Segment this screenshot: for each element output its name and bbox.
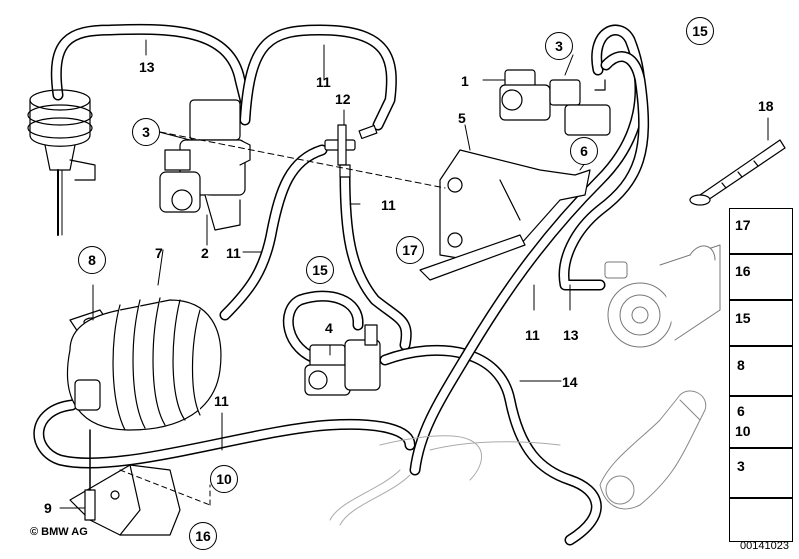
mounting-bracket — [419, 149, 591, 281]
legend-cell-8[interactable] — [729, 346, 793, 396]
legend-label-17: 17 — [735, 217, 751, 233]
vacuum-hose-4-loop — [282, 290, 364, 366]
cable-tie — [689, 139, 786, 206]
dashed-leader-3 — [159, 131, 446, 189]
copyright-notice: © BMW AG — [30, 526, 88, 538]
callout-3-left[interactable]: 3 — [132, 118, 160, 146]
pressure-converter-left — [159, 99, 251, 231]
legend-label-3: 3 — [737, 458, 745, 474]
callout-5[interactable]: 5 — [458, 110, 466, 126]
callout-2[interactable]: 2 — [201, 245, 209, 261]
callout-11-middle[interactable]: 11 — [381, 197, 396, 213]
engine-outline — [329, 435, 561, 526]
pressure-converter-top — [499, 69, 611, 136]
callout-13-right[interactable]: 13 — [563, 327, 579, 343]
vacuum-hose-11-bottom — [33, 399, 416, 469]
callout-16[interactable]: 16 — [189, 522, 217, 550]
legend-cell-16[interactable] — [729, 254, 793, 300]
callout-11-top[interactable]: 11 — [316, 74, 331, 90]
callout-4[interactable]: 4 — [325, 320, 333, 336]
legend-cell-15[interactable] — [729, 300, 793, 346]
callout-12[interactable]: 12 — [335, 91, 351, 107]
vacuum-hose-11-middle — [339, 169, 412, 351]
reservoir-bracket — [69, 429, 181, 536]
vacuum-hose-13-top — [50, 23, 251, 106]
callout-6[interactable]: 6 — [570, 137, 598, 165]
callout-11-bottom[interactable]: 11 — [214, 393, 229, 409]
vacuum-hose-13-right — [558, 51, 650, 291]
callout-1[interactable]: 1 — [461, 73, 469, 89]
vacuum-hose-14 — [379, 344, 602, 546]
legend-cell-arrow — [729, 498, 793, 542]
vacuum-hose-11-left — [219, 144, 328, 321]
legend-label-6: 6 — [737, 403, 745, 419]
vacuum-hose-11-top — [239, 24, 397, 131]
boost-actuator — [27, 89, 96, 236]
turbocharger — [604, 244, 721, 348]
legend-cell-17[interactable] — [729, 208, 793, 254]
t-connector — [324, 124, 378, 178]
callout-15-middle[interactable]: 15 — [306, 256, 334, 284]
vacuum-hose-15-long — [409, 24, 646, 476]
callout-15-top[interactable]: 15 — [686, 17, 714, 45]
legend-label-15: 15 — [735, 310, 751, 326]
callout-11-left[interactable]: 11 — [226, 245, 241, 261]
callout-13-top[interactable]: 13 — [139, 59, 155, 75]
callout-9[interactable]: 9 — [44, 500, 52, 516]
callout-17[interactable]: 17 — [396, 236, 424, 264]
callout-7[interactable]: 7 — [155, 245, 163, 261]
dashed-leader-10 — [119, 469, 211, 506]
callout-3-top[interactable]: 3 — [545, 32, 573, 60]
legend-cell-6-10[interactable] — [729, 396, 793, 448]
vacuum-reservoir — [66, 297, 222, 431]
pressure-converter-bottom — [304, 324, 381, 396]
legend-label-8: 8 — [737, 357, 745, 373]
callout-11-right[interactable]: 11 — [525, 327, 540, 343]
callout-14[interactable]: 14 — [562, 374, 578, 390]
leader-lines — [59, 39, 769, 509]
legend-label-10: 10 — [735, 423, 751, 439]
intake-pipe — [599, 390, 707, 510]
callout-8[interactable]: 8 — [78, 246, 106, 274]
diagram-reference-number: 00141023 — [740, 540, 789, 552]
legend-cell-3[interactable] — [729, 448, 793, 498]
callout-10[interactable]: 10 — [210, 465, 238, 493]
callout-18[interactable]: 18 — [758, 98, 774, 114]
legend-label-16: 16 — [735, 263, 751, 279]
